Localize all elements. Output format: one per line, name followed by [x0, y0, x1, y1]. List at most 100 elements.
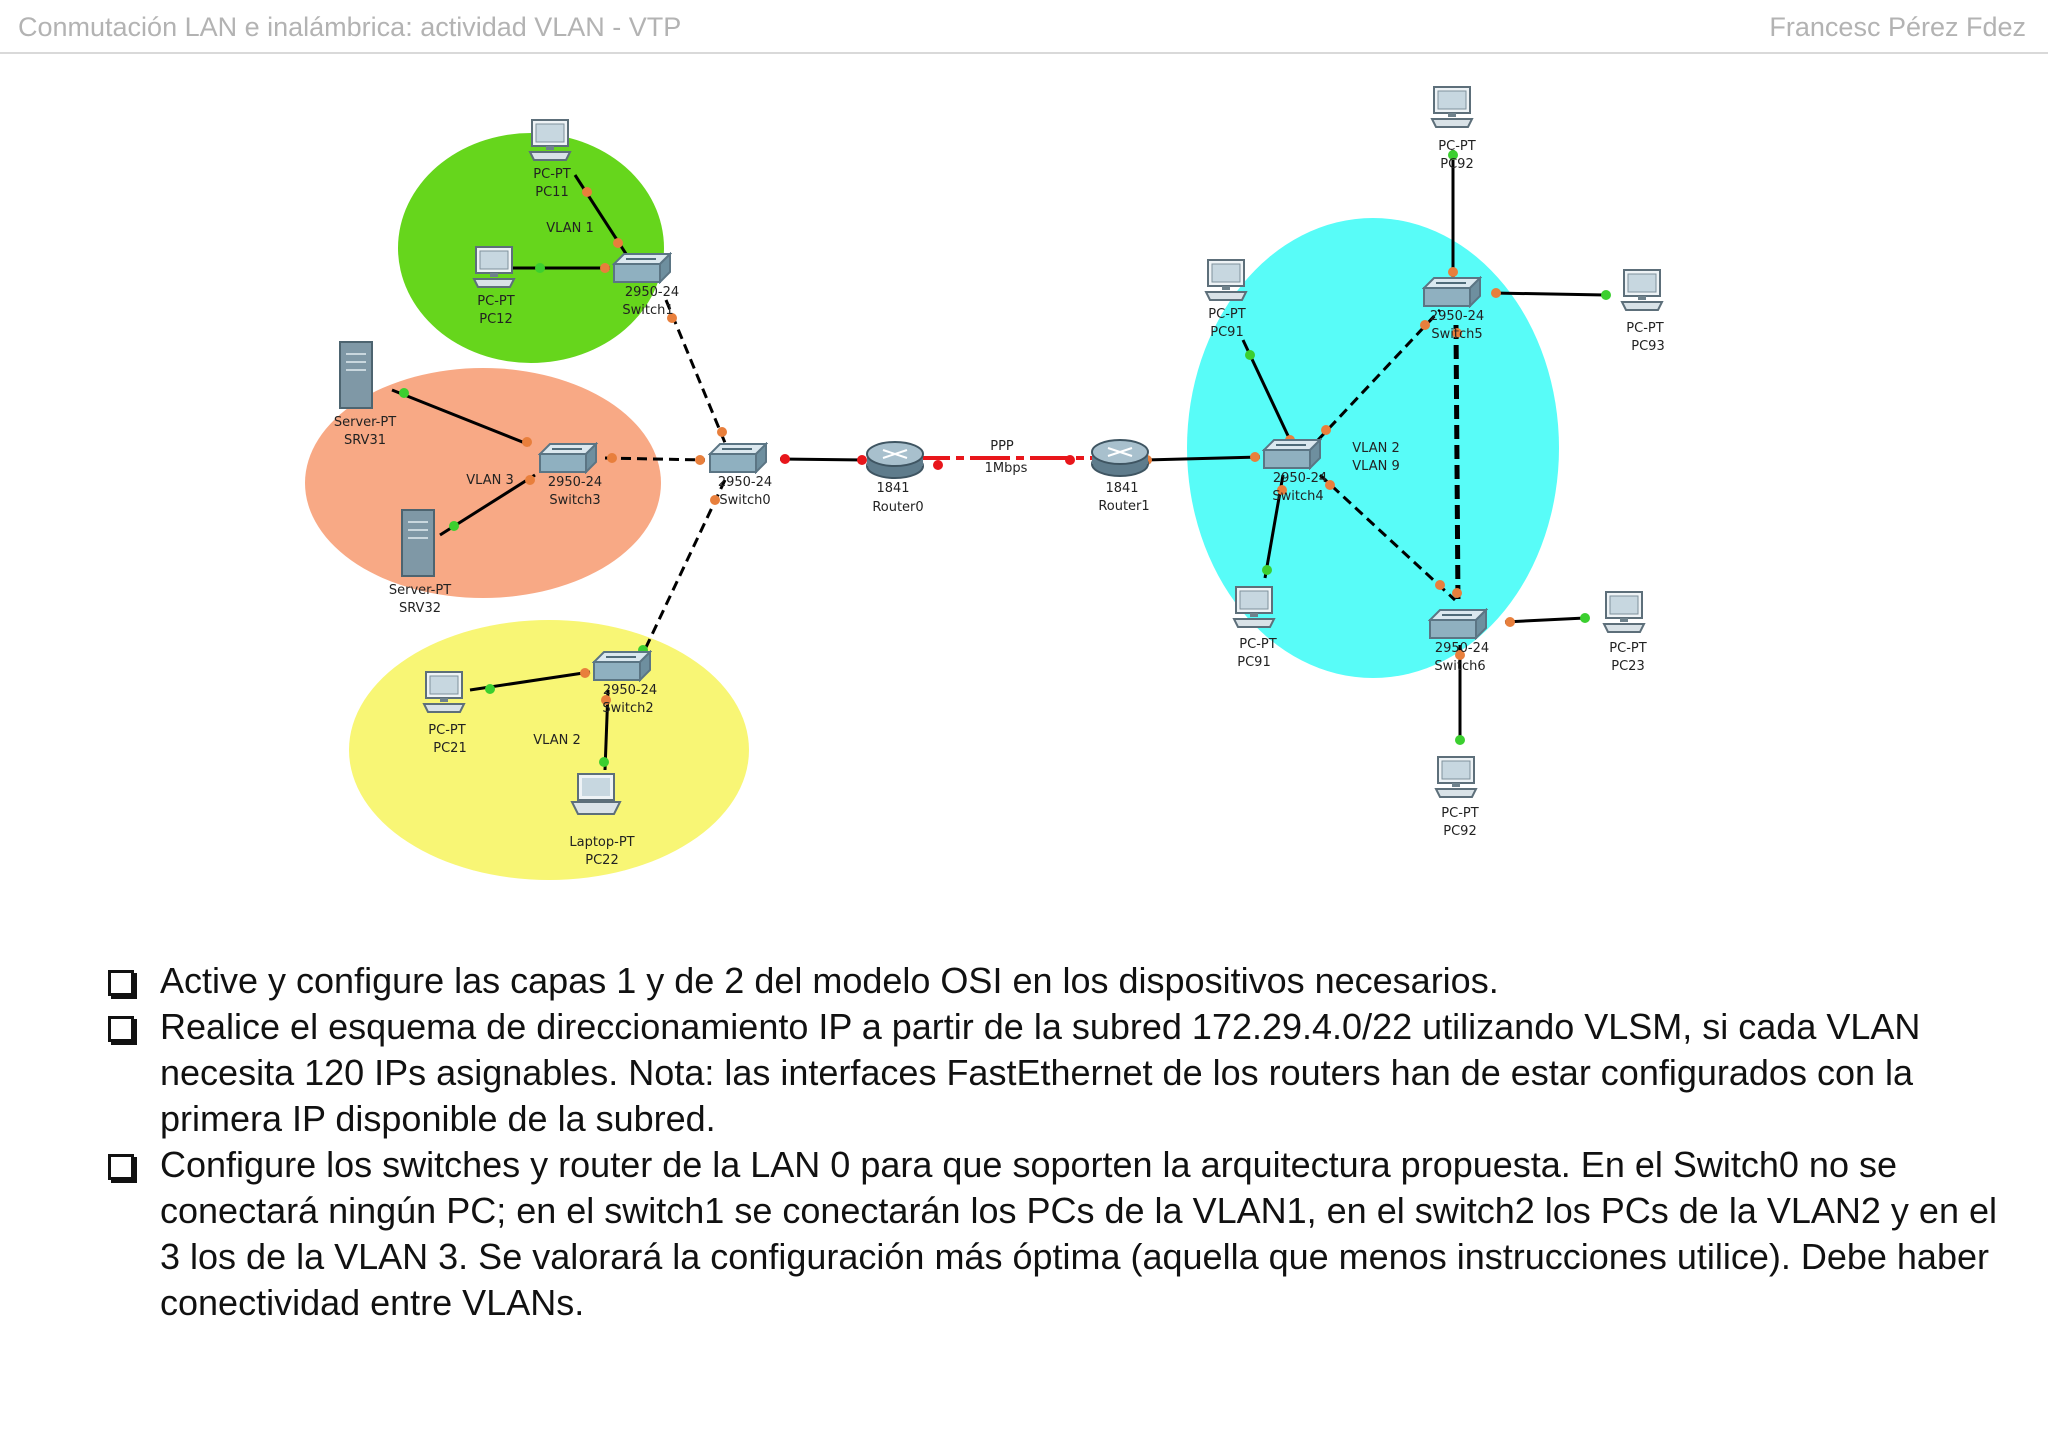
device-type: 2950-24	[603, 683, 657, 698]
device-pc93[interactable]: PC-PT PC93	[1621, 269, 1665, 354]
device-name: Switch0	[719, 493, 770, 508]
device-type: 2950-24	[1430, 309, 1484, 324]
device-name: Switch3	[549, 493, 600, 508]
laptop-icon	[571, 773, 621, 815]
device-type: PC-PT	[428, 723, 465, 738]
zone-label-vlan3: VLAN 3	[466, 473, 513, 488]
device-type: 1841	[876, 481, 909, 496]
device-type: PC-PT	[533, 167, 570, 182]
link-switch3-switch0	[604, 456, 706, 462]
task-item: Active y configure las capas 1 y de 2 de…	[108, 958, 2008, 1004]
device-name: PC11	[535, 185, 568, 200]
switch-icon	[539, 443, 597, 473]
task-item: Realice el esquema de direccionamiento I…	[108, 1004, 2008, 1142]
router-icon	[1091, 439, 1149, 477]
device-name: PC12	[479, 312, 512, 327]
device-name: PC23	[1611, 659, 1644, 674]
server-icon	[401, 509, 435, 577]
device-pc-bottom[interactable]: PC-PT PC92	[1435, 756, 1479, 839]
device-type: PC-PT	[1438, 139, 1475, 154]
vlan2-zone	[349, 620, 749, 880]
device-name: Switch2	[602, 701, 653, 716]
device-type: 2950-24	[718, 475, 772, 490]
pc-icon	[423, 671, 465, 713]
right-vlan-zone	[1187, 218, 1559, 678]
device-type: PC-PT	[1441, 806, 1478, 821]
device-type: 2950-24	[625, 285, 679, 300]
switch-icon	[1423, 277, 1481, 307]
link-srv31-switch3	[391, 388, 531, 447]
device-pc12[interactable]: PC-PT PC12	[473, 246, 515, 327]
task-list: Active y configure las capas 1 y de 2 de…	[108, 958, 2008, 1326]
device-pc91[interactable]: PC-PT PC91	[1205, 259, 1247, 340]
device-pc21[interactable]: PC-PT PC21	[423, 671, 467, 756]
device-type: 1841	[1105, 481, 1138, 496]
pc-icon	[1205, 259, 1247, 301]
task-text: Realice el esquema de direccionamiento I…	[160, 1006, 1921, 1139]
checkbox-icon	[108, 1154, 134, 1180]
link-switch1-switch0	[664, 299, 730, 451]
device-type: PC-PT	[1208, 307, 1245, 322]
pc-icon	[1233, 586, 1275, 628]
device-pc22[interactable]: Laptop-PT PC22	[569, 773, 635, 868]
slide-header: Conmutación LAN e inalámbrica: actividad…	[0, 0, 2048, 54]
link-switch4-switch5	[1316, 308, 1442, 442]
zone-label-right-1: VLAN 2	[1352, 441, 1399, 456]
device-name: Switch1	[622, 303, 673, 318]
link-switch5-switch6	[1453, 324, 1461, 606]
device-name: Switch6	[1434, 659, 1485, 674]
server-icon	[339, 341, 373, 409]
vlan3-zone	[305, 368, 661, 598]
device-srv31[interactable]: Server-PT SRV31	[334, 341, 396, 448]
device-router1[interactable]: 1841 Router1	[1091, 439, 1150, 514]
device-pc-left[interactable]: PC-PT PC91	[1233, 586, 1277, 670]
router-icon	[866, 441, 924, 479]
link-switch0-switch2	[638, 479, 727, 661]
slide-author: Francesc Pérez Fdez	[1769, 12, 2026, 42]
link-switch6-pc23	[1504, 616, 1586, 624]
device-switch1[interactable]: 2950-24 Switch1	[613, 253, 679, 318]
zone-label-vlan1: VLAN 1	[546, 221, 593, 236]
checkbox-icon	[108, 1016, 134, 1042]
task-text: Configure los switches y router de la LA…	[160, 1144, 1997, 1323]
device-name: PC92	[1440, 157, 1473, 172]
device-type: 2950-24	[1435, 641, 1489, 656]
serial-link-label-2: 1Mbps	[985, 461, 1028, 476]
device-pc92[interactable]: PC-PT PC92	[1431, 86, 1476, 172]
device-name: Switch5	[1431, 327, 1482, 342]
device-type: PC-PT	[1239, 637, 1276, 652]
link-switch4-switch6	[1318, 473, 1457, 602]
link-switch5-pc93	[1492, 291, 1606, 297]
network-topology-diagram: VLAN 1 VLAN 3 VLAN 2 VLAN 2 VLAN 9 PPP 1…	[305, 86, 1665, 880]
device-pc11[interactable]: PC-PT PC11	[529, 119, 571, 200]
checkbox-icon	[108, 970, 134, 996]
device-name: PC91	[1210, 325, 1243, 340]
pc-icon	[529, 119, 571, 161]
device-router0[interactable]: 1841 Router0	[866, 441, 924, 515]
device-name: Router1	[1098, 499, 1149, 514]
device-switch5[interactable]: 2950-24 Switch5	[1423, 277, 1484, 342]
device-switch6[interactable]: 2950-24 Switch6	[1429, 609, 1489, 674]
switch-icon	[613, 253, 671, 283]
link-router1-switch4	[1144, 455, 1261, 462]
device-switch0[interactable]: 2950-24 Switch0	[709, 443, 772, 508]
device-srv32[interactable]: Server-PT SRV32	[389, 509, 451, 616]
switch-icon	[709, 443, 767, 473]
switch-icon	[1263, 439, 1321, 469]
pc-icon	[1603, 591, 1645, 633]
device-pc23[interactable]: PC-PT PC23	[1603, 591, 1647, 674]
device-switch2[interactable]: 2950-24 Switch2	[593, 651, 657, 716]
device-name: PC91	[1237, 655, 1270, 670]
device-switch4[interactable]: 2950-24 Switch4	[1263, 439, 1327, 504]
zone-label-right-2: VLAN 9	[1352, 459, 1399, 474]
device-switch3[interactable]: 2950-24 Switch3	[539, 443, 602, 508]
device-name: Router0	[872, 500, 923, 515]
device-name: SRV31	[344, 433, 386, 448]
pc-icon	[1431, 86, 1473, 128]
task-item: Configure los switches y router de la LA…	[108, 1142, 2008, 1326]
pc-icon	[473, 246, 515, 288]
serial-link-label-1: PPP	[990, 439, 1014, 454]
device-name: PC93	[1631, 339, 1664, 354]
device-name: PC21	[433, 741, 466, 756]
device-name: PC22	[585, 853, 618, 868]
